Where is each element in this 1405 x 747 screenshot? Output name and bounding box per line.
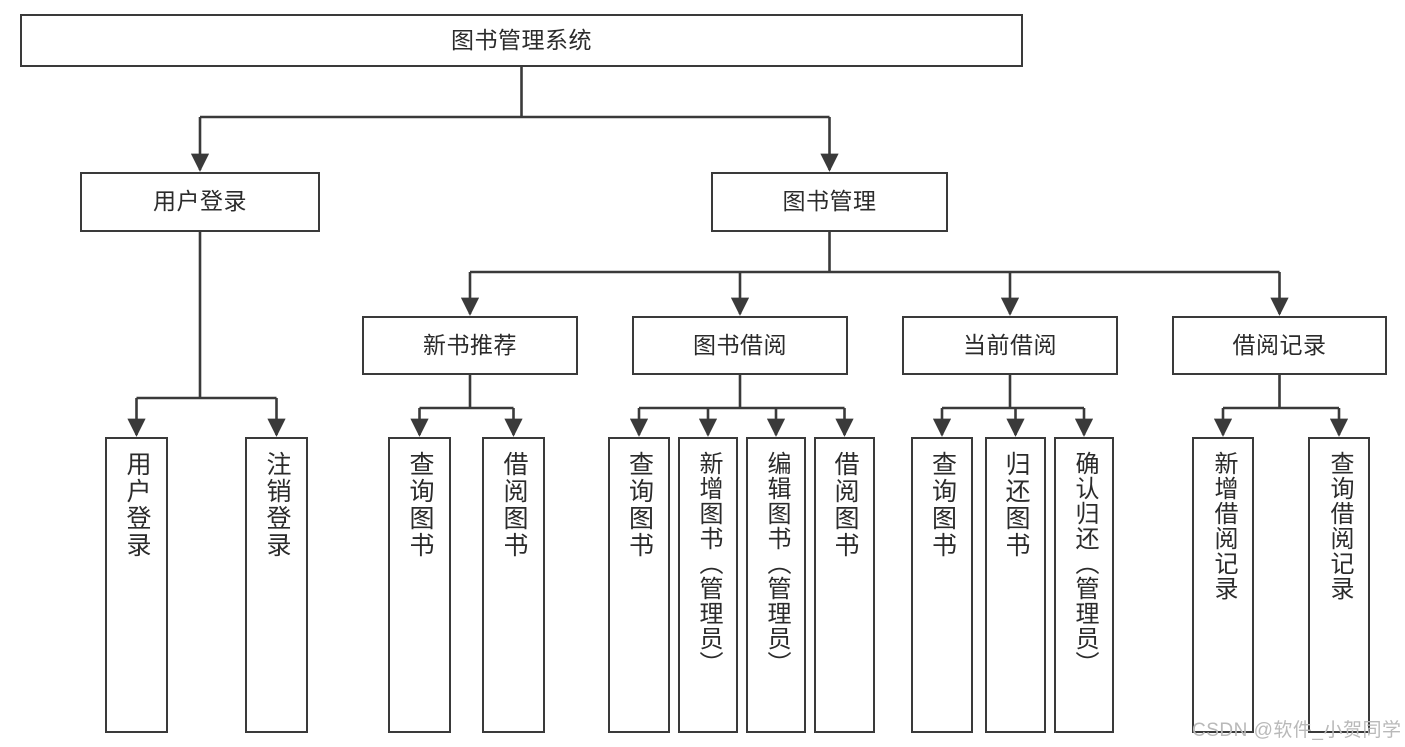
node-leaf-user-login[interactable]: 用户登录 — [105, 437, 168, 733]
node-leaf-query-book-rec[interactable]: 查询图书 — [388, 437, 451, 733]
node-leaf-query-book-cur-label: 查询图书 — [928, 451, 957, 559]
node-book-manage-label: 图书管理 — [782, 188, 877, 215]
node-leaf-user-login-label: 用户登录 — [123, 451, 151, 559]
node-leaf-borrow-book-brw[interactable]: 借阅图书 — [814, 437, 875, 733]
node-user-login-label: 用户登录 — [153, 188, 247, 215]
node-leaf-add-record-label: 新增借阅记录 — [1210, 451, 1237, 601]
node-book-manage[interactable]: 图书管理 — [711, 172, 948, 232]
node-leaf-confirm-return[interactable]: 确认归还（管理员） — [1054, 437, 1114, 733]
node-leaf-borrow-book-rec-label: 借阅图书 — [500, 451, 528, 559]
node-leaf-borrow-book-rec[interactable]: 借阅图书 — [482, 437, 545, 733]
node-leaf-user-logout-label: 注销登录 — [263, 451, 291, 559]
node-leaf-query-record[interactable]: 查询借阅记录 — [1308, 437, 1370, 733]
node-book-borrow-label: 图书借阅 — [693, 331, 787, 358]
node-leaf-return-book[interactable]: 归还图书 — [985, 437, 1046, 733]
watermark: CSDN @软件_小贺同学 — [1192, 720, 1402, 741]
node-leaf-confirm-return-label: 确认归还（管理员） — [1071, 451, 1098, 676]
node-user-login[interactable]: 用户登录 — [80, 172, 320, 232]
node-leaf-add-book-label: 新增图书（管理员） — [695, 451, 722, 676]
node-new-book-rec[interactable]: 新书推荐 — [362, 316, 578, 375]
node-leaf-user-logout[interactable]: 注销登录 — [245, 437, 308, 733]
node-new-book-rec-label: 新书推荐 — [423, 331, 517, 358]
node-leaf-query-book-brw-label: 查询图书 — [625, 451, 654, 559]
node-current-borrow[interactable]: 当前借阅 — [902, 316, 1118, 375]
node-leaf-query-record-label: 查询借阅记录 — [1326, 451, 1353, 601]
node-leaf-add-record[interactable]: 新增借阅记录 — [1192, 437, 1254, 733]
node-current-borrow-label: 当前借阅 — [963, 331, 1057, 358]
node-leaf-query-book-brw[interactable]: 查询图书 — [608, 437, 670, 733]
node-book-borrow[interactable]: 图书借阅 — [632, 316, 848, 375]
node-leaf-edit-book-label: 编辑图书（管理员） — [763, 451, 790, 676]
node-leaf-borrow-book-brw-label: 借阅图书 — [831, 451, 859, 559]
node-root[interactable]: 图书管理系统 — [20, 14, 1023, 67]
node-leaf-return-book-label: 归还图书 — [1002, 451, 1030, 559]
node-borrow-record-label: 借阅记录 — [1232, 331, 1327, 358]
node-leaf-add-book[interactable]: 新增图书（管理员） — [678, 437, 738, 733]
node-leaf-query-book-cur[interactable]: 查询图书 — [911, 437, 973, 733]
node-root-label: 图书管理系统 — [451, 26, 592, 53]
node-leaf-edit-book[interactable]: 编辑图书（管理员） — [746, 437, 806, 733]
node-borrow-record[interactable]: 借阅记录 — [1172, 316, 1387, 375]
node-leaf-query-book-rec-label: 查询图书 — [406, 451, 434, 559]
